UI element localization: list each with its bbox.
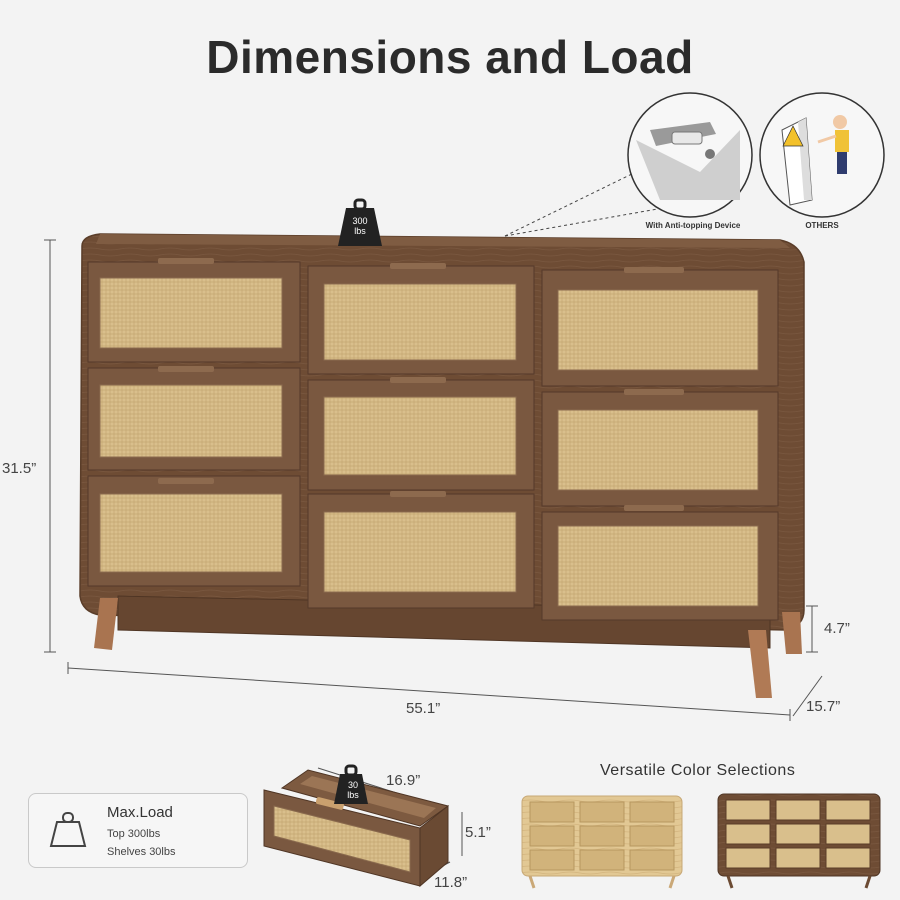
drawer-depth-dimension: 11.8” [434,874,468,891]
weight-icon [49,812,87,847]
depth-dimension: 15.7” [806,698,841,715]
others-detail [759,92,885,218]
drawer-height-dimension: 5.1” [465,824,491,841]
color-option-dark [717,793,881,889]
max-load-card: Max.Load Top 300lbs Shelves 30lbs [28,793,248,868]
top-weight-icon [338,198,382,246]
drawer-detail [263,764,463,888]
callout-lines [504,169,681,237]
drawer-front [541,267,779,387]
drawer-front [541,505,779,621]
color-selections-heading: Versatile Color Selections [600,762,796,779]
color-option-light [521,795,683,889]
width-dimension: 55.1” [406,700,441,717]
drawer-grid [87,258,779,621]
max-load-top: Top 300lbs [107,828,161,840]
height-dimension: 31.5” [2,460,37,477]
drawer-front [87,366,301,471]
drawer-front [87,258,301,363]
drawer-front [87,475,301,587]
others-label: OTHERS [805,221,839,230]
leg-height-dimension: 4.7” [824,620,850,637]
drawer-front [307,491,535,609]
anti-tip-label: With Anti-topping Device [645,221,741,230]
page-title: Dimensions and Load [206,31,694,83]
drawer-front [307,377,535,491]
drawer-front [541,389,779,507]
anti-tip-detail [627,92,753,218]
dimension-lines [44,239,823,721]
max-load-shelves: Shelves 30lbs [107,846,176,858]
drawer-front [307,263,535,375]
max-load-title: Max.Load [107,804,173,821]
drawer-width-dimension: 16.9” [386,772,421,789]
